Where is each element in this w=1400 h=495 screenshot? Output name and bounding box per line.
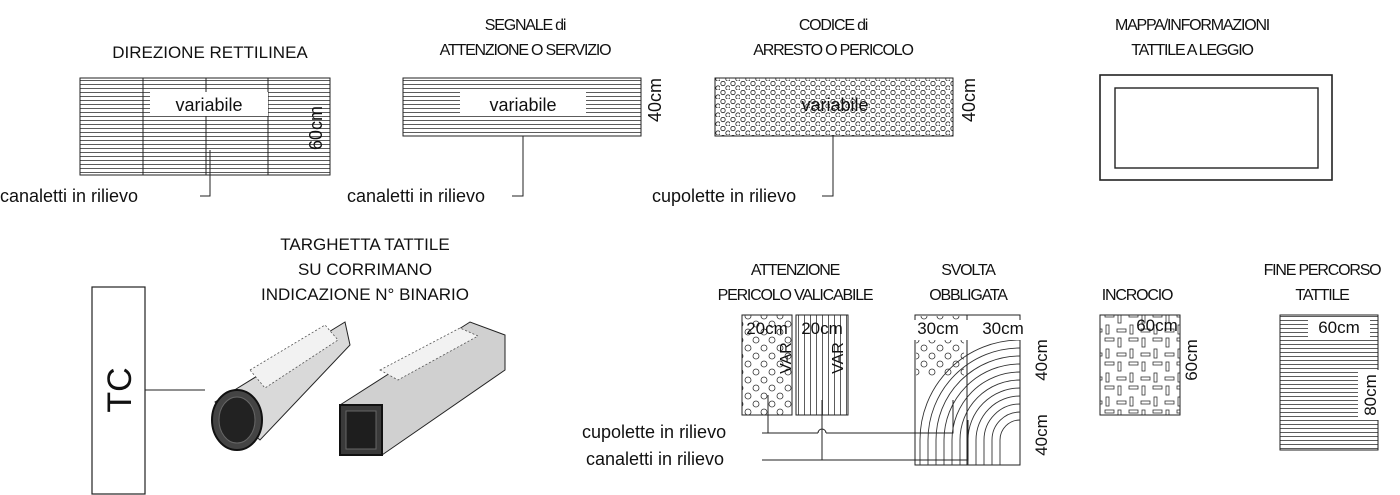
attenzione-lines-tile [795,314,849,416]
fine-group: FINE PERCORSO TATTILE 60cm 80cm [1264,262,1382,451]
targhetta-title-line1: TARGHETTA TATTILE [280,235,449,254]
segnale-dim-40cm: 40cm [645,78,665,122]
codice-tile [714,77,954,137]
incrocio-dim-side: 60cm [1182,339,1201,381]
codice-title-line1: CODICE di [799,17,868,34]
fine-title-line1: FINE PERCORSO [1264,262,1382,279]
segnale-inner-label: variabile [489,95,556,115]
round-handrail-illustration [211,321,351,451]
svolta-title-line1: SVOLTA [941,262,996,279]
legend-group: cupolette in rilievo canaletti in riliev… [582,395,969,469]
mappa-group: MAPPA/INFORMAZIONI TATTILE A LEGGIO [1099,17,1333,181]
attenzione-var-2: VAR [830,342,847,374]
mappa-title-line2: TATTILE A LEGGIO [1131,42,1253,59]
codice-group: CODICE di ARRESTO O PERICOLO variabile 4… [652,17,979,206]
segnale-title-line2: ATTENZIONE O SERVIZIO [440,42,611,59]
codice-dim-40cm: 40cm [959,78,979,122]
attenzione-dots-tile [741,314,793,416]
codice-inner-label: variabile [801,95,868,115]
targhetta-title-line2: SU CORRIMANO [298,260,432,279]
fine-title-line2: TATTILE [1295,287,1349,304]
direzione-title: DIREZIONE RETTILINEA [112,43,308,62]
segnale-group: SEGNALE di ATTENZIONE O SERVIZIO variabi… [347,17,665,206]
rectangular-handrail-illustration [339,321,506,456]
direzione-rettilinea-group: DIREZIONE RETTILINEA variabile 60cm cana… [0,43,331,206]
direzione-dim-60cm: 60cm [306,106,326,150]
legend-cupolette: cupolette in rilievo [582,422,726,442]
attenzione-group: ATTENZIONE PERICOLO VALICABILE 20cm 20cm… [718,262,874,416]
fine-dim-top: 60cm [1318,318,1360,337]
targhetta-group: TARGHETTA TATTILE SU CORRIMANO INDICAZIO… [211,235,506,456]
svolta-dim-left: 30cm [917,319,959,338]
tc-post-group: TC [91,286,205,495]
svolta-title-line2: OBBLIGATA [929,287,1008,304]
svolta-dim-right: 30cm [982,319,1024,338]
tc-label: TC [101,367,139,412]
incrocio-group: INCROCIO 60cm 60cm [1099,287,1201,416]
svolta-dim-bottom: 40cm [1032,414,1051,456]
attenzione-var-1: VAR [778,342,795,374]
segnale-title-line1: SEGNALE di [485,17,566,34]
svolta-group: SVOLTA OBBLIGATA 30cm 30cm 40cm 40cm [906,262,1051,466]
attenzione-dim-right: 20cm [801,319,843,338]
attenzione-title-line2: PERICOLO VALICABILE [718,287,873,304]
mappa-frame-inner [1114,87,1319,169]
attenzione-dim-left: 20cm [746,319,788,338]
svolta-dim-top: 40cm [1032,339,1051,381]
segnale-caption: canaletti in rilievo [347,186,485,206]
fine-dim-side: 80cm [1361,374,1380,416]
targhetta-title-line3: INDICAZIONE N° BINARIO [261,285,469,304]
incrocio-tile [1099,314,1181,416]
direzione-inner-label: variabile [175,95,242,115]
tc-post [91,286,146,495]
attenzione-title-line1: ATTENZIONE [751,262,840,279]
incrocio-title: INCROCIO [1102,287,1173,304]
incrocio-dim-top: 60cm [1136,316,1178,335]
codice-title-line2: ARRESTO O PERICOLO [753,42,913,59]
legend-canaletti: canaletti in rilievo [586,449,724,469]
direzione-caption: canaletti in rilievo [0,186,138,206]
mappa-title-line1: MAPPA/INFORMAZIONI [1115,17,1269,34]
codice-caption: cupolette in rilievo [652,186,796,206]
